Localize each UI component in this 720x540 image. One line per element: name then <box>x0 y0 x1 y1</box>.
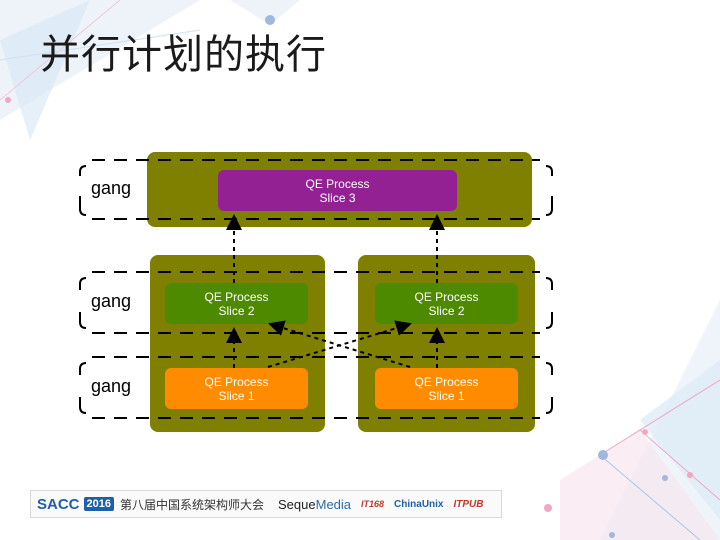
slice3-line2: Slice 3 <box>319 190 356 205</box>
qe-process-slice1-right: QE Process Slice 1 <box>375 368 518 409</box>
conference-name: 第八届中国系统架构师大会 <box>120 497 265 512</box>
qe-process-slice3: QE Process Slice 3 <box>218 170 457 211</box>
slice2-left-line2: Slice 2 <box>218 303 255 318</box>
slice2-right-line2: Slice 2 <box>428 303 465 318</box>
footer-sponsor-bar: SACC 2016 第八届中国系统架构师大会 SequeMedia IT168 … <box>30 490 502 518</box>
slice1-left-line2: Slice 1 <box>218 388 255 403</box>
slice2-left-line1: QE Process <box>204 289 269 304</box>
slice1-right-line1: QE Process <box>414 374 479 389</box>
sacc-logo: SACC <box>37 495 80 513</box>
slice3-line1: QE Process <box>305 176 370 191</box>
sequemedia-a: Seque <box>278 496 316 512</box>
itpub-logo: ITPUB <box>453 498 484 510</box>
slice2-right-line1: QE Process <box>414 289 479 304</box>
slice1-left-line1: QE Process <box>204 374 269 389</box>
chinaunix-logo: ChinaUnix <box>394 498 444 510</box>
gang-label-bottom: gang <box>91 376 132 396</box>
sequemedia-logo: SequeMedia <box>278 497 351 512</box>
slide-title: 并行计划的执行 <box>40 32 327 78</box>
it168-logo: IT168 <box>361 499 385 509</box>
qe-process-slice1-left: QE Process Slice 1 <box>165 368 308 409</box>
qe-process-slice2-left: QE Process Slice 2 <box>165 283 308 324</box>
sequemedia-b: Media <box>315 496 352 512</box>
gang-label-middle: gang <box>91 291 132 311</box>
slice1-right-line2: Slice 1 <box>428 388 465 403</box>
qe-process-slice2-right: QE Process Slice 2 <box>375 283 518 324</box>
gang-label-top: gang <box>91 178 132 198</box>
sacc-year-badge: 2016 <box>83 497 114 511</box>
